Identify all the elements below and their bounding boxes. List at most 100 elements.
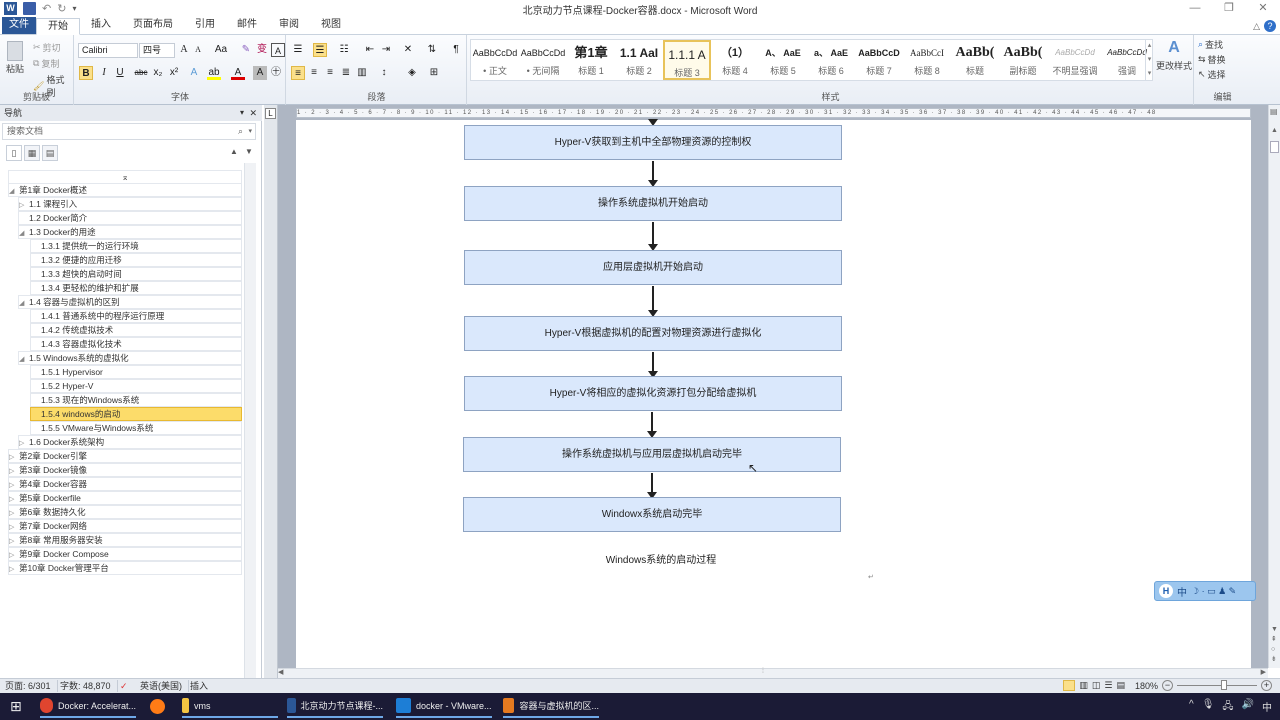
paste-button[interactable]: 粘贴 — [6, 41, 24, 75]
outline-item[interactable]: 1.4.3 容器虚拟化技术 — [30, 337, 242, 351]
style-no-spacing[interactable]: AaBbCcDd• 无间隔 — [520, 48, 566, 76]
phonetic-guide-icon[interactable]: 变 — [257, 44, 267, 55]
replace-button[interactable]: ⇆替换 — [1198, 54, 1226, 65]
volume-icon[interactable]: 🔊 — [1241, 699, 1254, 710]
search-options-icon[interactable]: ▾ — [248, 128, 252, 135]
taskbar-item-chrome[interactable]: Docker: Accelerat... — [40, 695, 136, 718]
start-button[interactable]: ⊞ — [10, 698, 22, 714]
minimize-ribbon-icon[interactable]: △ — [1253, 20, 1260, 31]
bold-button[interactable]: B — [79, 66, 93, 80]
microphone-icon[interactable]: 🎙 — [1201, 699, 1215, 710]
outline-item[interactable]: 1.2 Docker简介 — [18, 211, 242, 225]
clear-format-icon[interactable]: ✎ — [241, 44, 251, 55]
outline-item[interactable]: ▷第3章 Docker镜像 — [8, 463, 242, 477]
network-icon[interactable]: 🖧 — [1222, 701, 1234, 712]
outline-item[interactable]: ▷1.6 Docker系统架构 — [18, 435, 242, 449]
undo-icon[interactable]: ↶ — [42, 3, 52, 15]
highlight-icon[interactable]: ab — [207, 67, 221, 80]
outline-item[interactable]: ▷第2章 Docker引擎 — [8, 449, 242, 463]
subscript-button[interactable]: x₂ — [153, 67, 163, 78]
search-icon[interactable]: ⌕ — [237, 126, 243, 136]
tab-references[interactable]: 引用 — [195, 19, 215, 30]
taskbar-item-diagram[interactable]: 容器与虚拟机的区... — [503, 695, 599, 718]
nav-close-icon[interactable]: ✕ — [249, 108, 257, 118]
font-name-select[interactable]: Calibri — [78, 43, 138, 58]
expand-triangle-icon[interactable]: ▷ — [9, 454, 15, 461]
expand-triangle-icon[interactable]: ▷ — [19, 202, 25, 209]
tab-insert[interactable]: 插入 — [91, 19, 111, 30]
tray-ime-indicator[interactable]: 中 — [1262, 703, 1272, 714]
outline-item[interactable]: ◢1.4 容器与虚拟机的区别 — [18, 295, 242, 309]
taskbar-item-vms[interactable]: vms — [182, 695, 278, 718]
scroll-left-icon[interactable]: ◀ — [278, 669, 284, 676]
char-shading-icon[interactable]: A — [253, 66, 267, 80]
restore-button[interactable]: ❐ — [1224, 2, 1234, 14]
redo-icon[interactable]: ↻ — [57, 3, 67, 15]
change-styles-button[interactable]: A 更改样式 — [1156, 39, 1193, 71]
help-icon[interactable]: ? — [1264, 20, 1276, 32]
horizontal-ruler[interactable]: 1 · 2 · 3 · 4 · 5 · 6 · 7 · 8 · 9 · 10 ·… — [296, 108, 1251, 118]
word-count[interactable]: 字数: 48,870 — [60, 680, 118, 692]
outline-item[interactable]: 1.5.2 Hyper-V — [30, 379, 242, 393]
horizontal-scrollbar[interactable]: ◀ ⁞ ▶ — [278, 668, 1268, 678]
taskbar-item-firefox[interactable] — [150, 695, 165, 718]
gallery-scroll[interactable]: ▴▾▾ — [1145, 39, 1153, 81]
grow-font-icon[interactable]: A — [180, 44, 188, 55]
expand-triangle-icon[interactable]: ▷ — [9, 538, 15, 545]
outline-item[interactable]: 1.3.3 超快的启动时间 — [30, 267, 242, 281]
outline-item[interactable]: ▷第10章 Docker管理平台 — [8, 561, 242, 575]
superscript-button[interactable]: x² — [169, 67, 179, 78]
underline-button[interactable]: U — [116, 67, 124, 78]
document-page[interactable]: Hyper-V获取到主机中全部物理资源的控制权 操作系统虚拟机开始启动 应用层虚… — [296, 119, 1251, 668]
save-icon[interactable] — [23, 2, 36, 15]
nav-search-input[interactable]: 搜索文档 ⌕ ▾ — [2, 123, 256, 140]
expand-triangle-icon[interactable]: ▷ — [19, 440, 25, 447]
language[interactable]: 英语(美国) — [140, 680, 189, 692]
select-button[interactable]: ↖选择 — [1198, 69, 1226, 80]
outline-item[interactable]: ◢1.3 Docker的用途 — [18, 225, 242, 239]
zoom-out-icon[interactable]: − — [1162, 680, 1173, 691]
text-effects-icon[interactable]: A — [190, 67, 198, 78]
justify-icon[interactable]: ≣ — [341, 67, 351, 78]
expand-triangle-icon[interactable]: ▷ — [9, 482, 15, 489]
customize-qat-icon[interactable]: ▾ — [72, 4, 77, 13]
expand-triangle-icon[interactable]: ▷ — [9, 468, 15, 475]
format-painter-button[interactable]: 🖌格式刷 — [33, 75, 65, 98]
next-heading-icon[interactable]: ▼ — [245, 147, 253, 156]
headings-view-tab[interactable]: ▯ — [6, 145, 22, 161]
outline-item[interactable]: 1.3.1 提供统一的运行环境 — [30, 239, 242, 253]
page-count[interactable]: 页面: 6/301 — [5, 680, 58, 692]
collapse-triangle-icon[interactable]: ◢ — [19, 230, 25, 237]
copy-button[interactable]: ⧉复制 — [33, 58, 60, 69]
outline-item[interactable]: 1.5.4 windows的启动 — [30, 407, 242, 421]
style-heading-4[interactable]: （1）标题 4 — [720, 47, 750, 76]
outline-item[interactable]: ▷第7章 Docker网络 — [8, 519, 242, 533]
style-subtitle[interactable]: AaBb(副标题 — [1003, 45, 1043, 76]
align-left-icon[interactable]: ≡ — [291, 66, 305, 80]
proofing-icon[interactable]: ✓ — [120, 681, 128, 691]
expand-triangle-icon[interactable]: ▷ — [9, 566, 15, 573]
pages-view-tab[interactable]: ▦ — [24, 145, 40, 161]
expand-triangle-icon[interactable]: ▷ — [9, 510, 15, 517]
outline-item[interactable]: 1.5.3 现在的Windows系统 — [30, 393, 242, 407]
outline-item[interactable]: ▷第5章 Dockerfile — [8, 491, 242, 505]
tray-chevron-icon[interactable]: ^ — [1188, 699, 1194, 710]
nav-scrollbar[interactable] — [244, 163, 256, 678]
collapse-triangle-icon[interactable]: ◢ — [19, 300, 25, 307]
nav-options-icon[interactable]: ▾ — [239, 108, 244, 117]
outline-item[interactable]: ▷第8章 常用服务器安装 — [8, 533, 242, 547]
full-screen-reading-icon[interactable]: ▥ — [1079, 680, 1088, 690]
tab-selector-icon[interactable]: L — [265, 108, 276, 119]
enclose-char-icon[interactable]: ㊉ — [271, 67, 281, 78]
expand-triangle-icon[interactable]: ▷ — [9, 496, 15, 503]
increase-indent-icon[interactable]: ⇥ — [381, 44, 391, 55]
zoom-slider[interactable] — [1177, 680, 1257, 690]
borders-icon[interactable]: ⊞ — [429, 67, 439, 78]
outline-item[interactable]: ▷第6章 数据持久化 — [8, 505, 242, 519]
tab-view[interactable]: 视图 — [321, 19, 341, 30]
zoom-level[interactable]: 180% — [1134, 680, 1158, 691]
